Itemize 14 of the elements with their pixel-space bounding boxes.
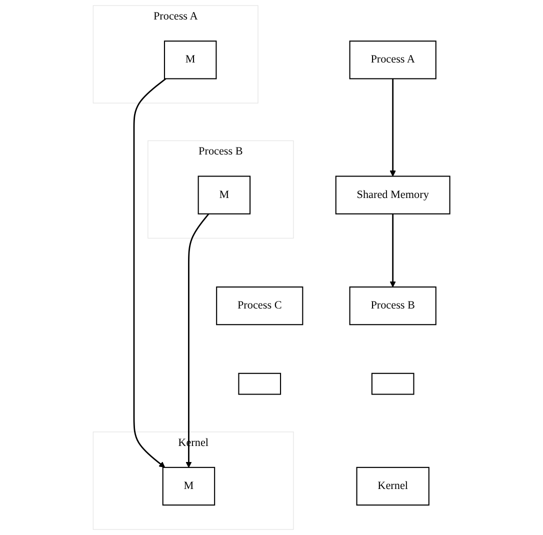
node-box: Process B — [349, 286, 436, 326]
node-box: Shared Memory — [335, 176, 450, 214]
node-box: M — [162, 466, 216, 506]
arrow — [133, 78, 166, 468]
arrow — [390, 78, 396, 177]
node-box — [238, 372, 282, 395]
node-box: M — [198, 176, 251, 214]
arrow — [186, 213, 210, 468]
node-box: M — [164, 40, 217, 80]
node-box: Kernel — [356, 466, 430, 506]
node-box — [371, 372, 414, 395]
arrow — [390, 214, 396, 288]
node-box: Process A — [349, 40, 436, 80]
node-box: Process C — [216, 286, 304, 326]
